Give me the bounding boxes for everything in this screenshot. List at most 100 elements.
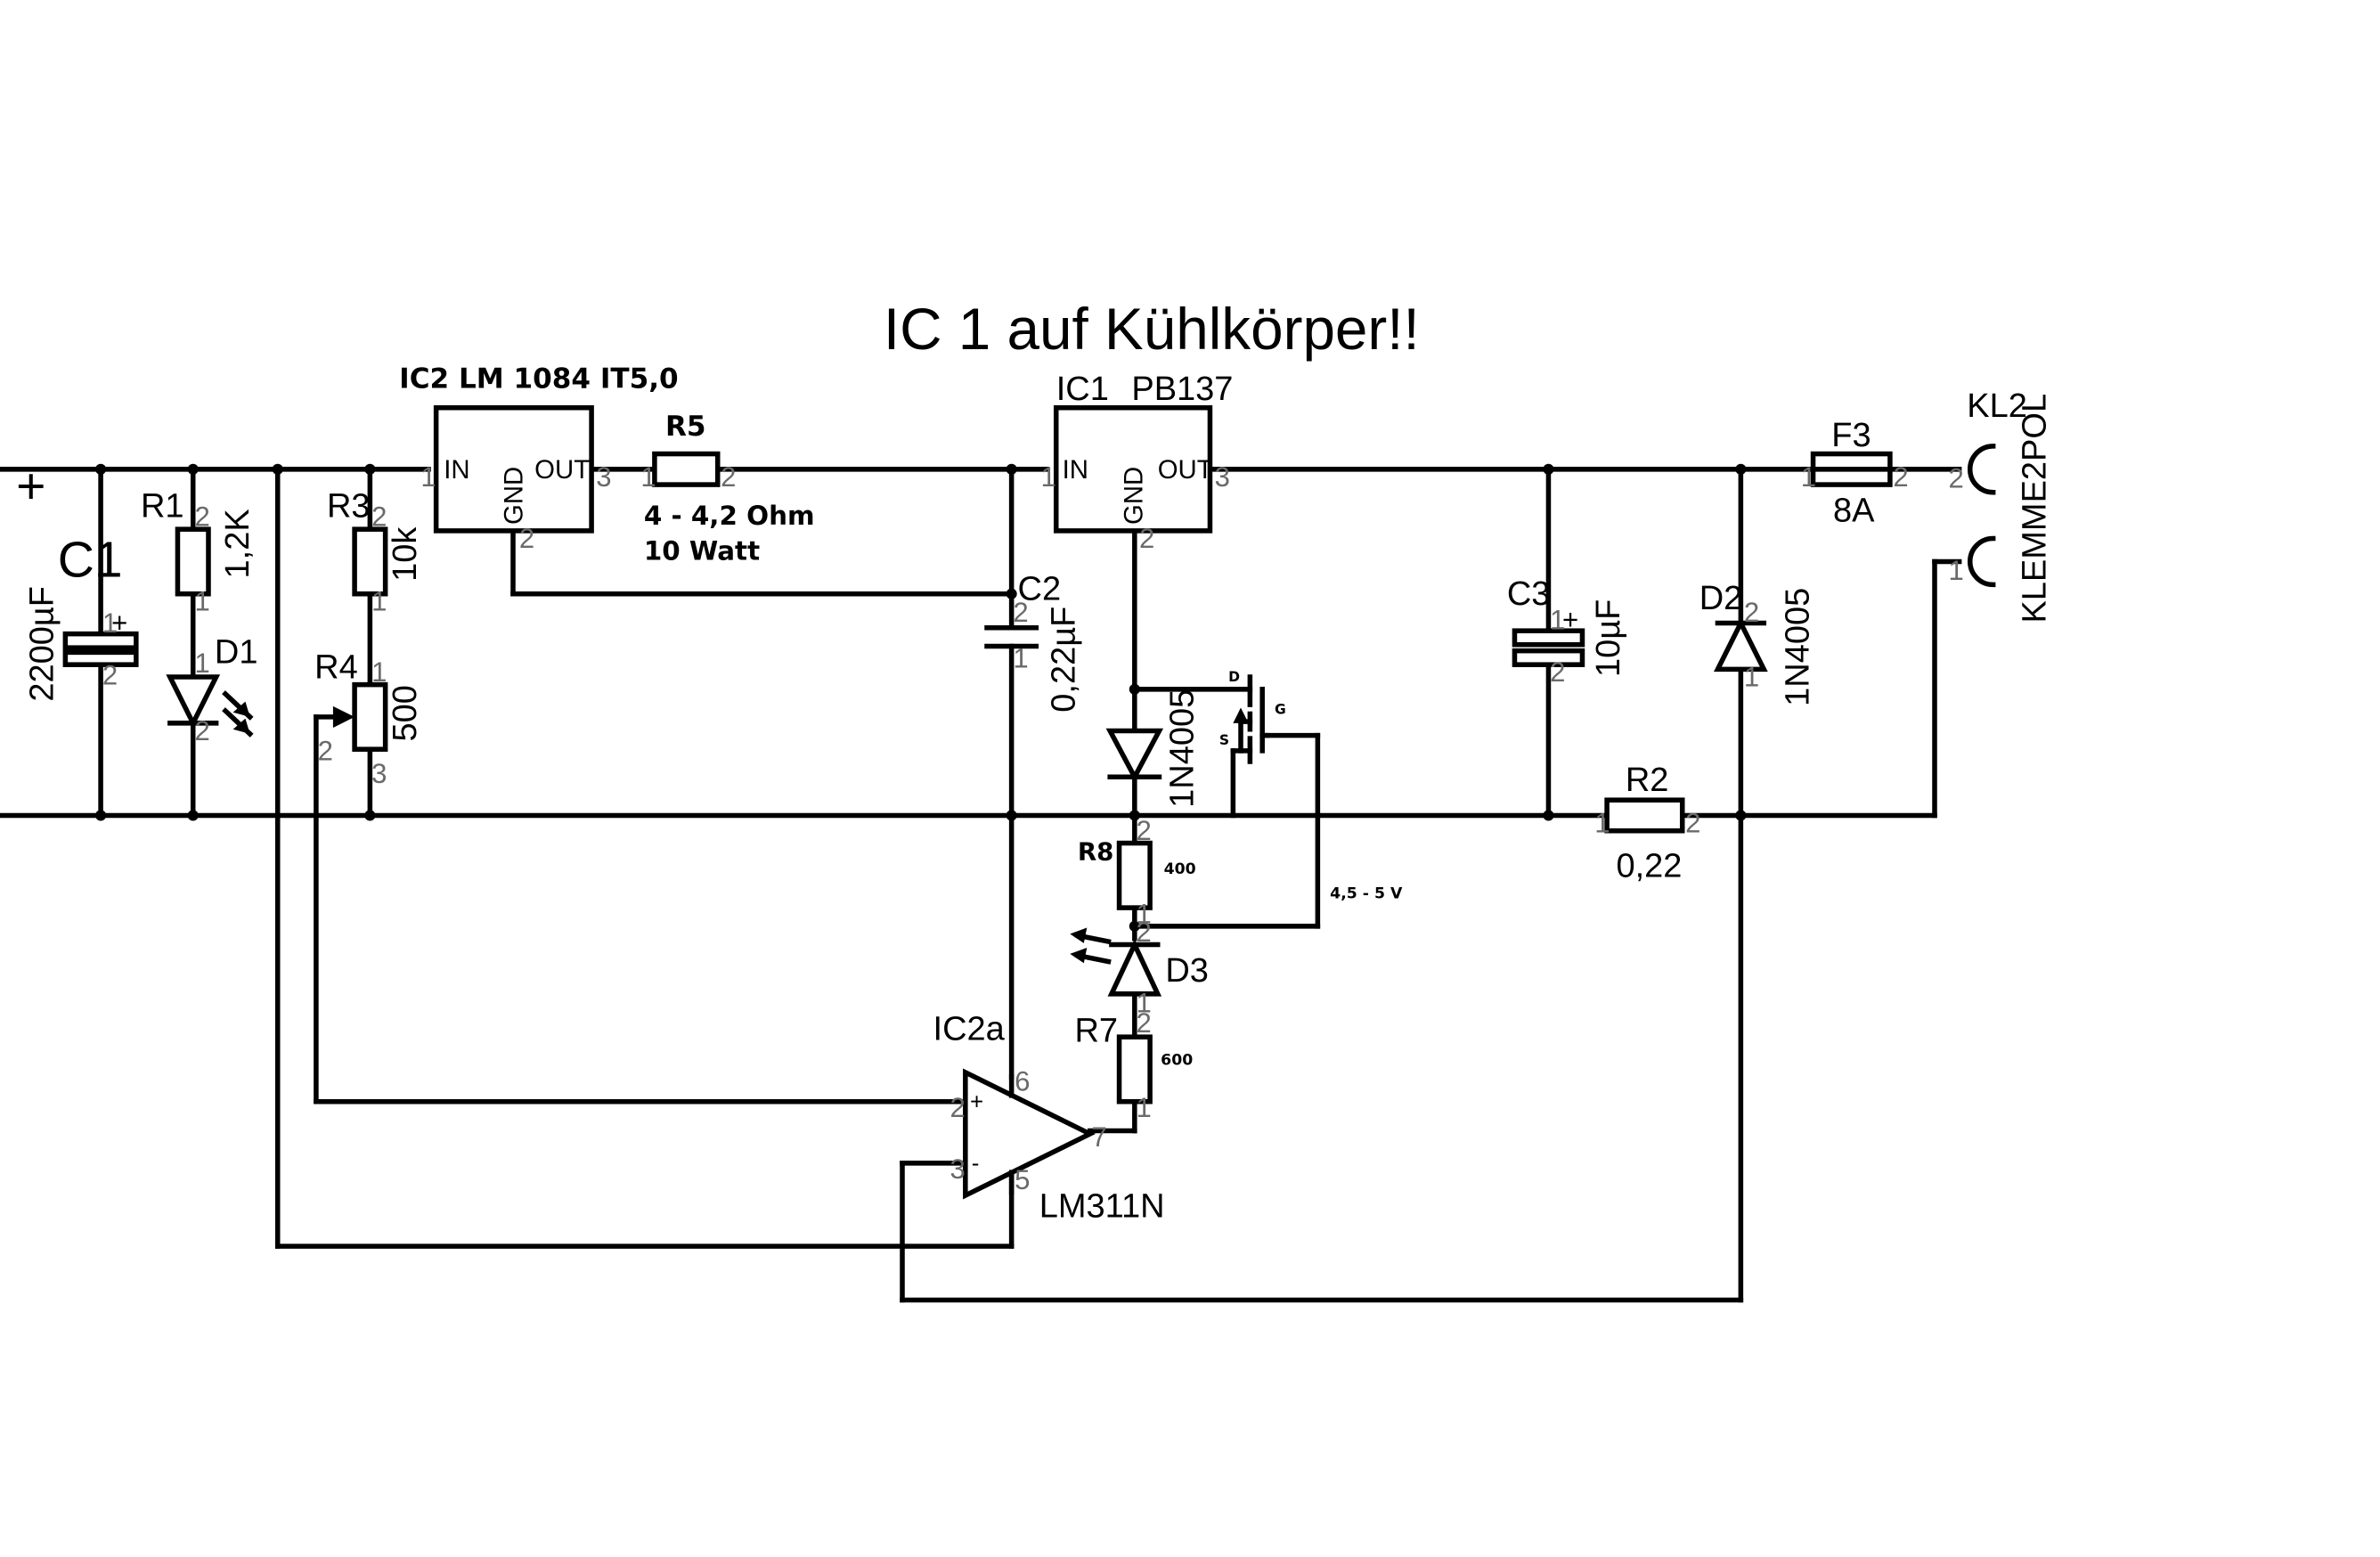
ic2-pin2: 2 <box>519 523 534 554</box>
f3-ref: F3 <box>1831 417 1871 454</box>
r7-value: 600 <box>1161 1051 1193 1069</box>
d1-led: D1 1 2 <box>166 633 258 746</box>
f3-value: 8A <box>1833 493 1875 530</box>
r2-pin2: 2 <box>1685 807 1700 838</box>
ic2a-plus: + <box>970 1089 983 1114</box>
c1-pin1: 1 <box>102 607 118 639</box>
ic1-pin1: 1 <box>1040 461 1056 493</box>
gate-voltage-label: 4,5 - 5 V <box>1330 885 1403 903</box>
c3-value: 10µF <box>1590 599 1627 677</box>
r3-value: 10k <box>387 526 424 582</box>
c3-capacitor: C3 10µF + 1 2 <box>1507 575 1627 688</box>
r7-pin1: 1 <box>1137 1092 1152 1123</box>
ic1-out-label: OUT <box>1158 455 1213 485</box>
kl2-value: KLEMME2POL <box>2016 394 2053 624</box>
kl2-terminal: KL2 KLEMME2POL 2 1 <box>1949 387 2054 623</box>
mosfet-d-label: D <box>1228 669 1240 685</box>
c3-pin2: 2 <box>1550 656 1565 688</box>
ic1-value: PB137 <box>1131 371 1233 408</box>
d2-ref: D2 <box>1699 580 1743 617</box>
r4-pin3: 3 <box>371 758 387 789</box>
d3-pin2: 2 <box>1137 917 1152 948</box>
ic2a-pin7: 7 <box>1091 1121 1106 1153</box>
mosfet-transistor: D G S <box>1219 669 1286 764</box>
ic2a-pin6: 6 <box>1015 1066 1030 1097</box>
r8-pin1: 1 <box>1137 898 1152 929</box>
d3-led: D3 2 1 <box>1070 917 1209 1019</box>
c3-plus: + <box>1562 604 1578 635</box>
d2-diode: D2 1N4005 2 1 <box>1699 580 1817 706</box>
c1-value: 2200µF <box>24 586 61 702</box>
r7-pin2: 2 <box>1137 1007 1152 1039</box>
ic2a-comparator: IC2a LM311N + - 2 3 6 5 7 <box>933 1011 1165 1226</box>
d1-pin1: 1 <box>194 648 209 679</box>
r5-pin1: 1 <box>640 461 656 493</box>
ic2a-minus: - <box>972 1151 980 1176</box>
r5-value-ohm: 4 - 4,2 Ohm <box>644 501 815 531</box>
r7-resistor: R7 600 2 1 <box>1074 1007 1193 1123</box>
r3-pin1: 1 <box>371 586 387 617</box>
r2-resistor: R2 0,22 1 2 <box>1594 762 1700 885</box>
r4-potentiometer: R4 500 1 3 2 <box>314 649 424 789</box>
c2-pin1: 1 <box>1013 643 1028 674</box>
c3-ref: C3 <box>1507 575 1551 613</box>
r2-value: 0,22 <box>1616 848 1682 885</box>
r7-ref: R7 <box>1074 1012 1118 1049</box>
r3-resistor: R3 10k 2 1 <box>327 487 424 616</box>
r4-value: 500 <box>387 685 424 741</box>
c3-pin1: 1 <box>1550 604 1565 635</box>
d2-pin1: 1 <box>1744 661 1759 692</box>
input-plus-sign: + <box>16 458 45 515</box>
ic2a-pin2: 2 <box>950 1092 966 1123</box>
r2-pin1: 1 <box>1594 807 1610 838</box>
mosfet-g-label: G <box>1275 701 1286 717</box>
ic1-gnd-label: GND <box>1119 467 1148 525</box>
ic2a-value: LM311N <box>1039 1187 1165 1225</box>
c1-capacitor: C1 2200µF + 1 2 <box>24 532 139 702</box>
r1-resistor: R1 1,2K 2 1 <box>141 487 257 616</box>
c2-ref: C2 <box>1018 571 1062 608</box>
ic1-pin2: 2 <box>1139 523 1154 554</box>
ic2-regulator: IC2 LM 1084 IT5,0 IN OUT GND 1 3 2 <box>399 363 679 554</box>
ic2a-ref: IC2a <box>933 1011 1006 1048</box>
d2-value: 1N4005 <box>1779 588 1816 706</box>
f3-pin2: 2 <box>1893 461 1908 493</box>
r8-value: 400 <box>1164 860 1196 878</box>
kl2-pin2: 2 <box>1949 463 1964 494</box>
r4-pin2: 2 <box>318 735 333 766</box>
r3-pin2: 2 <box>371 501 387 533</box>
c2-value: 0,22µF <box>1045 607 1082 713</box>
r1-value: 1,2K <box>219 509 257 578</box>
diode-1n4005-lower-value: 1N4005 <box>1163 689 1201 808</box>
d2-pin2: 2 <box>1744 597 1759 628</box>
wires <box>0 467 1962 1303</box>
d1-ref: D1 <box>215 633 258 671</box>
kl2-pin1: 1 <box>1949 555 1964 586</box>
ic1-regulator: IC1 PB137 IN OUT GND 1 3 2 <box>1040 371 1233 554</box>
r1-pin1: 1 <box>194 586 209 617</box>
c2-capacitor: C2 0,22µF 2 1 <box>984 571 1082 713</box>
d3-pin1: 1 <box>1137 988 1152 1019</box>
ic2-out-label: OUT <box>534 455 590 485</box>
c1-pin2: 2 <box>102 660 118 691</box>
r8-resistor: R8 400 2 1 <box>1078 815 1196 929</box>
r3-ref: R3 <box>327 487 371 525</box>
mosfet-s-label: S <box>1219 732 1229 748</box>
ic2-pin3: 3 <box>596 461 611 493</box>
d3-ref: D3 <box>1165 952 1209 990</box>
d1-pin2: 2 <box>194 715 209 746</box>
diode-1n4005-lower: 1N4005 <box>1105 689 1201 808</box>
junctions <box>95 463 1747 932</box>
c2-pin2: 2 <box>1013 597 1028 628</box>
r1-ref: R1 <box>141 487 184 525</box>
r5-pin2: 2 <box>721 461 736 493</box>
r5-resistor: R5 4 - 4,2 Ohm 10 Watt 1 2 <box>640 411 814 567</box>
ic2-gnd-label: GND <box>499 467 528 525</box>
ic2a-pin5: 5 <box>1015 1164 1030 1195</box>
ic2-in-label: IN <box>444 455 469 485</box>
c1-ref: C1 <box>58 532 123 589</box>
f3-fuse: F3 8A 1 2 <box>1801 417 1909 530</box>
c1-plus: + <box>111 607 127 639</box>
r8-pin2: 2 <box>1137 815 1152 846</box>
